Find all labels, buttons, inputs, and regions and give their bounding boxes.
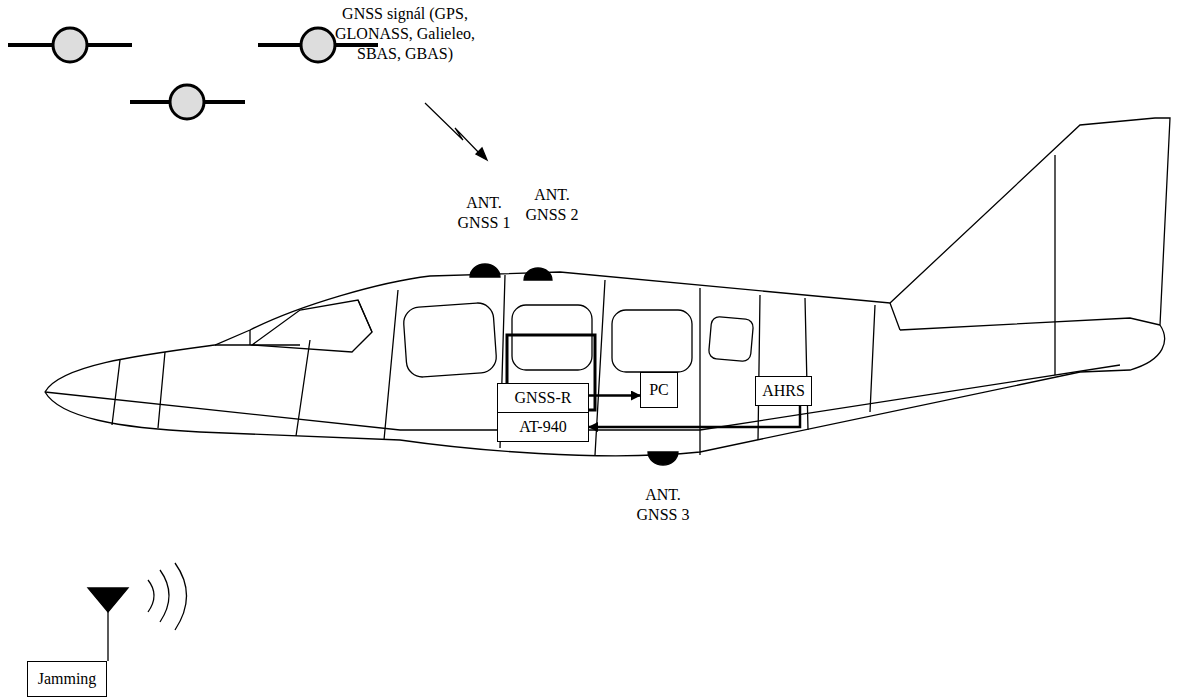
receiver-box: GNSS-R xyxy=(497,383,589,413)
signal-label: GNSS signál (GPS, GLONASS, Galieleo, SBA… xyxy=(315,4,495,64)
box-text: GNSS-R xyxy=(515,388,572,407)
box-text: Jamming xyxy=(38,669,97,688)
box-text: AHRS xyxy=(762,381,805,400)
signal-arrow xyxy=(589,394,640,397)
antenna-label: ANT. GNSS 2 xyxy=(519,185,585,225)
transponder-box: AT-940 xyxy=(497,412,589,442)
antenna-label: ANT. GNSS 3 xyxy=(630,485,696,525)
box-text: AT-940 xyxy=(519,417,566,436)
antenna-label: ANT. GNSS 1 xyxy=(451,193,517,233)
signal-arrow xyxy=(589,406,800,427)
box-text: PC xyxy=(649,380,669,399)
ahrs-box: AHRS xyxy=(755,376,812,406)
jammer-box: Jamming xyxy=(27,661,107,697)
computer-box: PC xyxy=(640,372,678,408)
